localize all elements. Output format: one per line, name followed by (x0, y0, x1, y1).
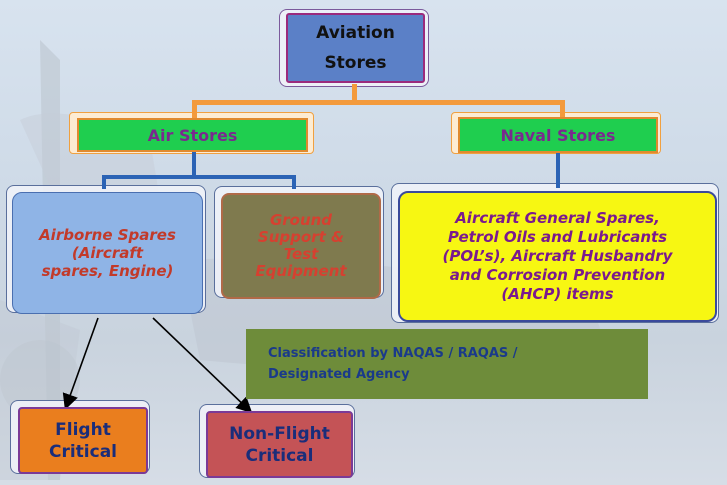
classification-line: Designated Agency (268, 367, 410, 382)
air-stores-label: Air Stores (147, 125, 238, 145)
airborne-spares-line: spares, Engine) (41, 262, 174, 280)
naval-items-node: Aircraft General Spares, Petrol Oils and… (398, 191, 717, 322)
naval-items-line: (POL’s), Aircraft Husbandry (442, 247, 673, 265)
ground-support-line: Ground (269, 211, 333, 229)
connector-ground-drop (292, 175, 296, 189)
naval-stores-node: Naval Stores (458, 117, 658, 153)
connector-air-drop (192, 100, 197, 118)
classification-line: Classification by NAQAS / RAQAS / (268, 346, 518, 361)
connector-naval-stem (556, 152, 560, 188)
ground-support-line: Support & (257, 228, 345, 246)
naval-stores-label: Naval Stores (500, 125, 616, 145)
root-node-aviation-stores: Aviation Stores (286, 13, 425, 83)
non-flight-critical-node: Non-Flight Critical (206, 411, 353, 478)
non-flight-critical-line: Critical (245, 445, 314, 466)
connector-mid-horizontal (102, 175, 296, 179)
non-flight-critical-line: Non-Flight (229, 423, 330, 444)
naval-items-line: (AHCP) items (501, 285, 614, 303)
root-node-line: Aviation (316, 23, 395, 43)
arrow-to-non-flight-critical (152, 317, 253, 414)
ground-support-line: Test (283, 245, 319, 263)
airborne-spares-node: Airborne Spares (Aircraft spares, Engine… (12, 192, 203, 314)
flight-critical-line: Flight (55, 419, 111, 440)
connector-air-stem (192, 152, 196, 178)
root-node-line: Stores (324, 53, 387, 73)
connector-naval-drop (560, 100, 565, 118)
naval-items-line: and Corrosion Prevention (449, 266, 666, 284)
arrow-to-flight-critical (62, 317, 99, 411)
naval-items-line: Petrol Oils and Lubricants (447, 228, 668, 246)
flight-critical-node: Flight Critical (18, 407, 148, 474)
ground-support-line: Equipment (255, 262, 347, 280)
ground-support-node: Ground Support & Test Equipment (221, 193, 381, 299)
classification-note: Classification by NAQAS / RAQAS / Design… (246, 329, 648, 399)
connector-airborne-drop (102, 175, 106, 189)
flight-critical-line: Critical (48, 441, 118, 462)
connector-top-horizontal (192, 100, 565, 105)
airborne-spares-line: (Aircraft (71, 244, 144, 262)
naval-items-line: Aircraft General Spares, (455, 209, 660, 227)
air-stores-node: Air Stores (77, 118, 308, 152)
airborne-spares-line: Airborne Spares (39, 226, 176, 244)
connector-root-stem (352, 84, 357, 104)
